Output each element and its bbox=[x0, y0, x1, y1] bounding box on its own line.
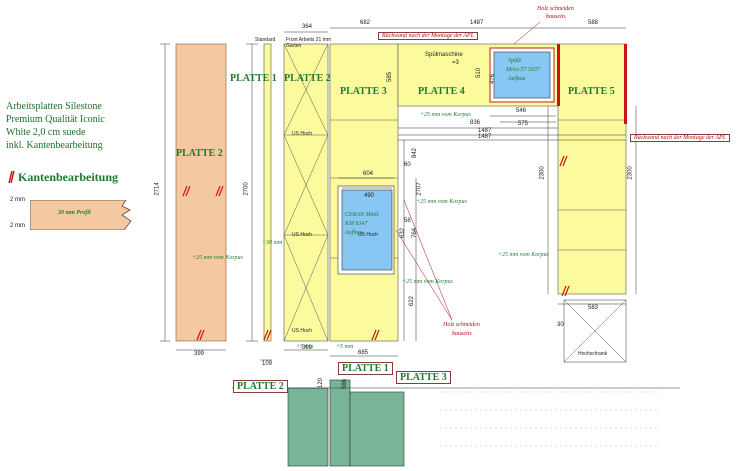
dim-682: 682 bbox=[360, 20, 371, 26]
profile-dim-top: 2 mm bbox=[10, 197, 25, 203]
note-ceran-3: Aufbau bbox=[345, 230, 363, 236]
note-spuele-1: Spüle bbox=[508, 58, 522, 64]
bottom-plate-3-label: PLATTE 3 bbox=[396, 371, 451, 384]
dim-604: 604 bbox=[363, 171, 374, 177]
spec-line: Arbeitsplatten Silestone bbox=[6, 101, 102, 112]
dim-30: 30 bbox=[557, 322, 564, 328]
dim-1487-a: 1487 bbox=[478, 128, 492, 134]
profile-label: 20 mm Profil bbox=[58, 210, 91, 216]
dim-588: 588 bbox=[588, 20, 599, 26]
note-spuelmaschine: Spülmaschine bbox=[425, 52, 463, 58]
dim-364: 364 bbox=[302, 24, 313, 30]
profile-sample bbox=[29, 199, 134, 231]
profile-dim-bottom: 2 mm bbox=[10, 223, 25, 229]
note-us-hoch-d: US Hoch bbox=[358, 232, 379, 238]
plate-2-big bbox=[175, 43, 227, 342]
plate-2-tall-label: PLATTE 2 bbox=[284, 73, 331, 84]
dim-1487-b: 1487 bbox=[478, 134, 492, 140]
dim-632: 632 bbox=[400, 227, 407, 239]
note-us-hoch-c: US Hoch bbox=[292, 328, 313, 334]
dim-399-left: 399 bbox=[194, 351, 205, 357]
dim-685: 685 bbox=[358, 350, 369, 356]
note-rueckwand-top: Rückwand nach der Montage der APL bbox=[378, 32, 479, 40]
dim-622: 622 bbox=[409, 295, 416, 307]
spec-line: inkl. Kantenbearbeitung bbox=[6, 140, 103, 151]
note-korpus-b: +25 mm vom Korpus bbox=[416, 199, 467, 205]
dim-2707: 2707 bbox=[416, 182, 423, 196]
note-backofen-2: Garten bbox=[286, 43, 302, 49]
dim-575: 575 bbox=[518, 121, 529, 127]
note-plus5-b: +5 mm bbox=[336, 344, 354, 350]
note-backofen-1: Front Arbeits 21 mm bbox=[286, 37, 332, 43]
dim-2300-b: 2300 bbox=[627, 166, 634, 180]
sink bbox=[493, 51, 551, 99]
note-plus5-a: +5 mm bbox=[296, 344, 314, 350]
dim-546: 546 bbox=[516, 108, 527, 114]
plate-4-label: PLATTE 4 bbox=[418, 86, 465, 97]
dim-583: 583 bbox=[588, 305, 599, 311]
dim-60: 60 bbox=[404, 162, 411, 168]
dim-842: 842 bbox=[412, 147, 419, 159]
bottom-plate-1-label: PLATTE 1 bbox=[338, 362, 393, 375]
note-plus30: +30 mm bbox=[262, 240, 283, 246]
dim-2300-a: 2300 bbox=[539, 166, 546, 180]
bottom-plate-3 bbox=[349, 391, 405, 467]
note-hochschrank: Hochschrank bbox=[578, 351, 608, 357]
edge-marker-icon bbox=[7, 170, 15, 184]
note-holz-top-1: Holz schneiden bbox=[537, 6, 574, 12]
dim-399-bottom: 399 bbox=[302, 345, 313, 351]
dim-585: 585 bbox=[387, 71, 394, 83]
note-ceran-1: CERAN Miele bbox=[345, 212, 380, 218]
bottom-plate-1 bbox=[329, 379, 351, 467]
note-standard: Standard bbox=[255, 37, 276, 43]
dim-476: 476 bbox=[490, 73, 497, 85]
dim-120: 120 bbox=[318, 377, 325, 389]
spec-block: Arbeitsplatten Silestone Premium Qualitä… bbox=[6, 100, 105, 152]
dim-510: 510 bbox=[476, 67, 483, 79]
note-holz-bottom-1: Holz schneiden bbox=[443, 322, 480, 328]
plate-3-label: PLATTE 3 bbox=[340, 86, 387, 97]
dim-109: 109 bbox=[262, 361, 273, 367]
note-ceran-2: KM 6347 bbox=[345, 221, 368, 227]
note-rueckwand-right: Rückwand nach der Montage der APL bbox=[630, 134, 731, 142]
note-spuele-2: Mera 57 5037 bbox=[506, 67, 540, 73]
cooktop bbox=[341, 189, 393, 271]
bottom-plate-2 bbox=[287, 387, 329, 467]
note-us-hoch-a: US Hoch bbox=[292, 131, 313, 137]
dim-2714: 2714 bbox=[154, 182, 161, 196]
note-korpus-e: +25 mm vom Korpus bbox=[402, 279, 453, 285]
spec-line: White 2,0 cm suede bbox=[6, 127, 86, 138]
plate-5 bbox=[557, 43, 627, 295]
note-spuele-3: Aufbau bbox=[508, 76, 526, 82]
plate-1-strip bbox=[263, 43, 272, 342]
dim-1487-top: 1487 bbox=[470, 20, 484, 26]
edge-title: Kantenbearbeitung bbox=[18, 170, 119, 184]
note-korpus-a: +25 mm vom Korpus bbox=[420, 112, 471, 118]
note-korpus-c: +25 mm vom Korpus bbox=[192, 255, 243, 261]
note-holz-bottom-2: bauseits bbox=[452, 331, 472, 337]
note-eq: =3 bbox=[452, 60, 459, 66]
note-holz-top-2: bauseits bbox=[546, 14, 566, 20]
plate-5-label: PLATTE 5 bbox=[568, 86, 615, 97]
dim-764: 764 bbox=[412, 227, 419, 239]
dim-586: 586 bbox=[342, 378, 349, 390]
plate-2-big-label: PLATTE 2 bbox=[176, 148, 223, 159]
plate-2-tall bbox=[283, 43, 329, 342]
note-korpus-d: +25 mm vom Korpus bbox=[498, 252, 549, 258]
dim-836: 836 bbox=[470, 120, 481, 126]
plate-1-label: PLATTE 1 bbox=[230, 73, 277, 84]
spec-line: Premium Qualität Iconic bbox=[6, 114, 105, 125]
bottom-plate-2-label: PLATTE 2 bbox=[233, 380, 288, 393]
note-us-hoch-b: US Hoch bbox=[292, 232, 313, 238]
dim-490: 490 bbox=[364, 193, 375, 199]
dim-2700: 2700 bbox=[243, 182, 250, 196]
dim-58: 58 bbox=[404, 218, 411, 224]
